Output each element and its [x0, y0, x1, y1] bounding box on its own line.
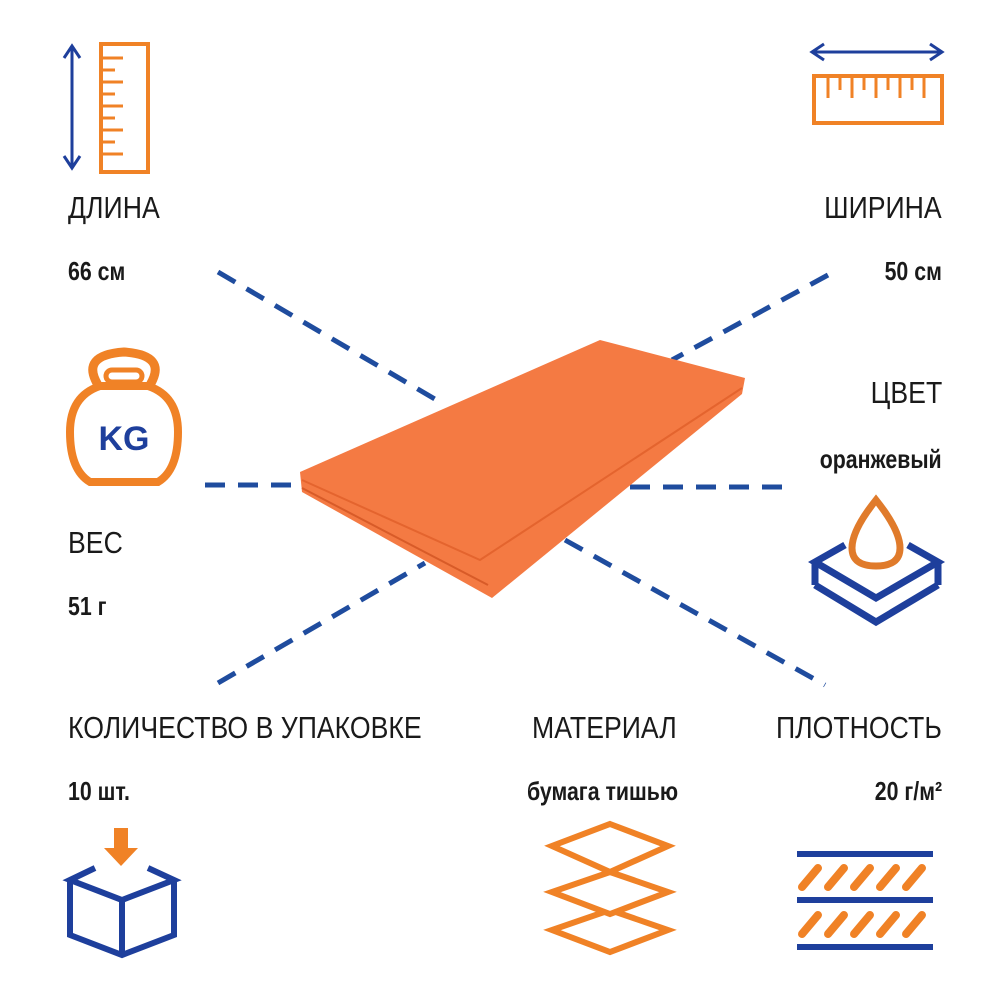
- weight-label: ВЕС: [68, 525, 123, 560]
- width-label: ШИРИНА: [824, 190, 942, 225]
- density-label: ПЛОТНОСТЬ: [776, 710, 942, 745]
- vertical-ruler-icon: [62, 42, 150, 174]
- box-icon: [62, 828, 182, 959]
- color-label: ЦВЕТ: [870, 375, 942, 410]
- length-label: ДЛИНА: [68, 190, 160, 225]
- width-value: 50 см: [884, 256, 942, 286]
- svg-text:KG: KG: [99, 420, 150, 458]
- density-icon: [797, 851, 933, 950]
- quantity-value: 10 шт.: [68, 776, 130, 806]
- water-drop-layers-icon: [808, 494, 946, 627]
- material-label: МАТЕРИАЛ: [532, 710, 677, 745]
- color-value: оранжевый: [820, 444, 942, 474]
- quantity-label: КОЛИЧЕСТВО В УПАКОВКЕ: [68, 710, 422, 745]
- layers-icon: [543, 820, 677, 956]
- connector-lines: [205, 269, 830, 688]
- weight-value: 51 г: [68, 591, 107, 621]
- material-value: бумага тишью: [527, 776, 679, 806]
- kettlebell-icon: KG: [65, 347, 183, 486]
- density-value: 20 г/м²: [874, 776, 942, 806]
- length-value: 66 см: [68, 256, 126, 286]
- tissue-paper-image: [300, 340, 745, 598]
- horizontal-ruler-icon: [809, 42, 945, 125]
